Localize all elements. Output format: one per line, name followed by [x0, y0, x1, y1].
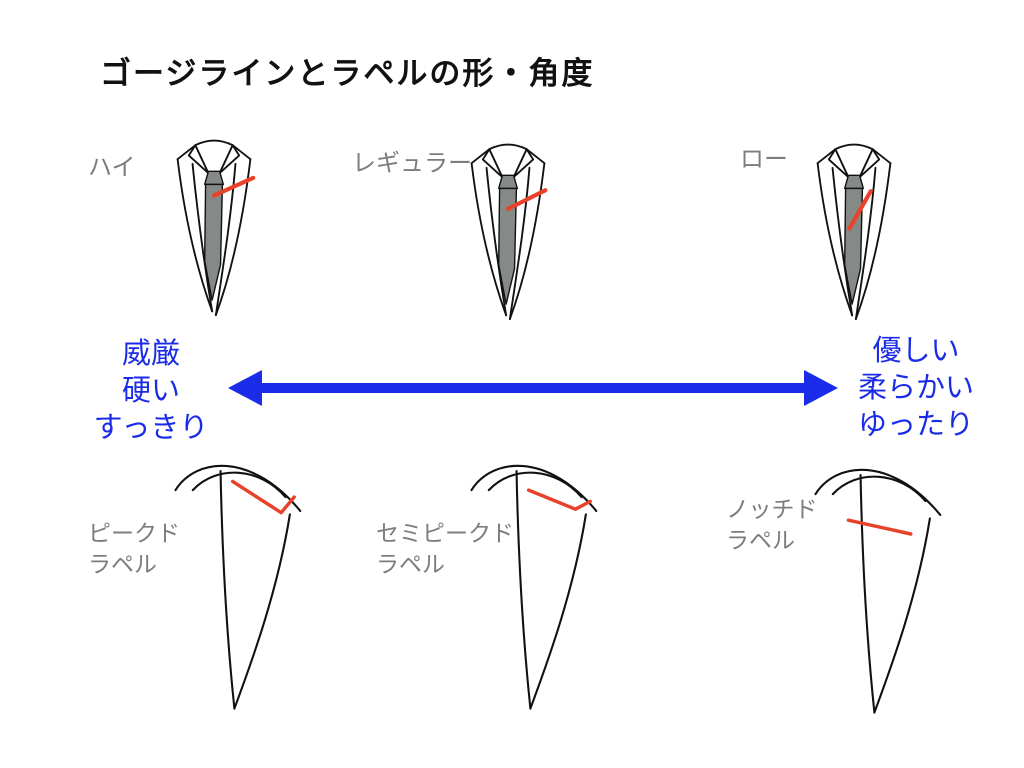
jacket-figure-regular-gorge — [452, 138, 564, 334]
jacket-high-illustration — [176, 139, 256, 316]
label-notched-line-1: ノッチド — [726, 496, 818, 522]
gorge-line-high — [211, 175, 256, 198]
semi-peaked-lapel-edge — [526, 488, 592, 511]
jacket-regular-illustration — [470, 143, 548, 320]
label-gorge-high: ハイ — [88, 154, 136, 181]
label-notched-line-2: ラペル — [726, 527, 795, 553]
lapel-figure-semi-peaked — [468, 452, 598, 712]
label-semi-line-1: セミピークド — [376, 520, 514, 546]
spectrum-arrow — [228, 366, 838, 410]
axis-left-line-2: 硬い — [121, 375, 180, 407]
double-arrow-icon — [228, 370, 838, 406]
label-semi-line-2: ラペル — [376, 551, 445, 577]
axis-left-line-1: 威厳 — [121, 338, 180, 370]
label-notched-lapel: ノッチド ラペル — [726, 494, 818, 556]
notched-lapel-edge — [846, 518, 913, 536]
axis-left-line-3: すっきり — [93, 412, 209, 444]
gorge-line-low — [847, 189, 873, 231]
axis-right-line-1: 優しい — [872, 335, 960, 367]
axis-left-descriptors: 威厳 硬い すっきり — [62, 336, 240, 447]
label-peaked-lapel: ピークド ラペル — [88, 518, 180, 580]
notched-lapel-illustration — [814, 468, 942, 714]
jacket-figure-low-gorge — [798, 138, 910, 334]
label-peaked-line-1: ピークド — [88, 520, 180, 546]
page-title: ゴージラインとラペルの形・角度 — [100, 56, 595, 91]
label-semi-peaked-lapel: セミピークド ラペル — [376, 518, 514, 580]
lapel-figure-peaked — [172, 452, 302, 712]
peaked-lapel-illustration — [174, 464, 302, 710]
jacket-low-illustration — [816, 143, 892, 320]
axis-right-descriptors: 優しい 柔らかい ゆったり — [826, 333, 1006, 444]
label-gorge-regular: レギュラー — [352, 150, 472, 177]
semi-peaked-lapel-illustration — [470, 464, 598, 710]
peaked-lapel-edge — [230, 479, 296, 515]
label-peaked-line-2: ラペル — [88, 551, 157, 577]
jacket-figure-high-gorge — [158, 134, 270, 330]
gorge-line-regular — [505, 188, 548, 212]
axis-right-line-3: ゆったり — [857, 409, 974, 441]
label-gorge-low: ロー — [740, 146, 788, 173]
lapel-figure-notched — [812, 456, 942, 716]
axis-right-line-2: 柔らかい — [857, 372, 974, 404]
